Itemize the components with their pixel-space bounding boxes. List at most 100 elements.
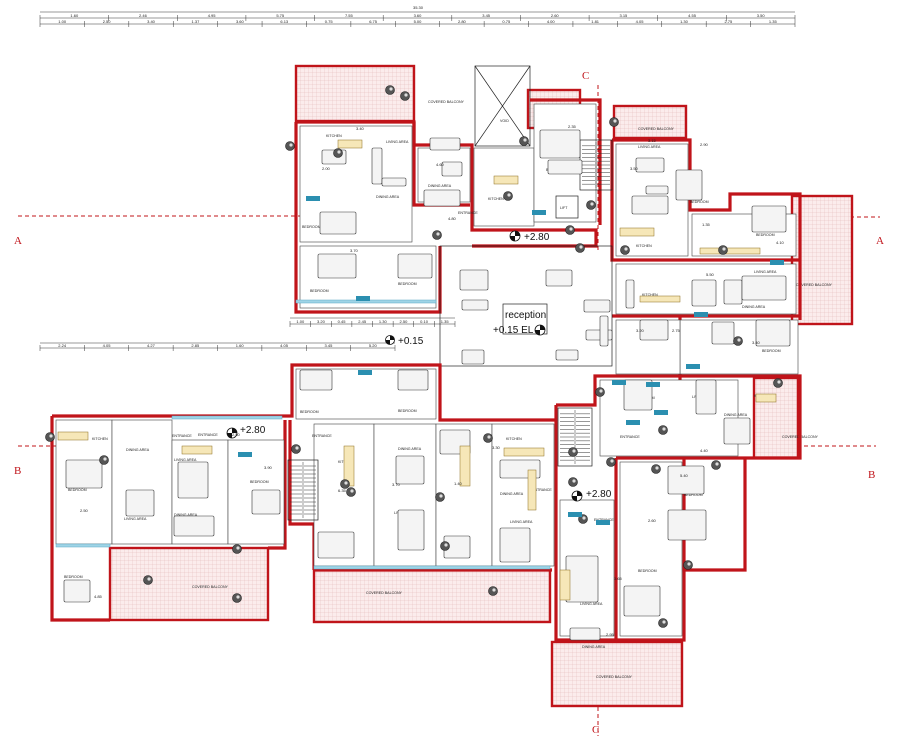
dimension-value: 1.30 <box>680 19 689 24</box>
room-dimension: 4.60 <box>436 162 445 167</box>
room-dimension: 2.90 <box>700 142 709 147</box>
room-dimension: 2.35 <box>568 124 577 129</box>
label-kitchen-7: KITCHEN <box>506 437 522 441</box>
label-kitchen-2: KITCHEN <box>488 197 504 201</box>
dimension-value: 5.00 <box>414 19 423 24</box>
dimension-value: 3.60 <box>236 19 245 24</box>
balcony-label-3: COVERED BALCONY <box>796 283 833 287</box>
label-dining-1: DINING AREA <box>376 195 400 199</box>
balcony-label-4: COVERED BALCONY <box>192 585 229 589</box>
dimension-value: 3.40 <box>147 19 156 24</box>
dimension-value: 2.50 <box>400 319 409 324</box>
room-dimension: 3.70 <box>350 248 359 253</box>
label-living-3: LIVING AREA <box>754 270 777 274</box>
dimension-value: 4.27 <box>147 343 156 348</box>
room-dimension: 2.50 <box>232 432 241 437</box>
furniture-lower <box>57 315 791 641</box>
room-dimension: 6.35 <box>338 488 347 493</box>
dimension-value: 2.24 <box>58 343 67 348</box>
dimension-value: 2.80 <box>458 19 467 24</box>
room-dimension: 3.70 <box>392 482 401 487</box>
label-living-2: LIVING AREA <box>638 145 661 149</box>
label-kitchen-3: KITCHEN <box>636 244 652 248</box>
room-dimension: 3.40 <box>356 126 365 131</box>
balcony-label-5: COVERED BALCONY <box>366 591 403 595</box>
covered-balcony-top-left <box>294 64 416 123</box>
dimension-value: 4.05 <box>636 19 645 24</box>
section-a-right: A <box>876 235 884 247</box>
dimension-value: 3.15 <box>620 13 629 18</box>
label-dining-8: DINING AREA <box>500 492 524 496</box>
dimension-value: 4.05 <box>280 343 289 348</box>
room-dimension: 3.90 <box>264 465 273 470</box>
dimension-value: 2.46 <box>139 13 148 18</box>
section-a-left: A <box>14 235 22 247</box>
room-dimension: 3.50 <box>630 166 639 171</box>
label-living-4: LIVING AREA <box>124 517 147 521</box>
dimension-value: 6.13 <box>280 19 289 24</box>
room-dimension: 1.35 <box>702 222 711 227</box>
room-dimension: 4.10 <box>776 240 785 245</box>
dimension-value: 3.50 <box>757 13 766 18</box>
dimension-value: 1.00 <box>296 319 305 324</box>
void <box>474 65 531 147</box>
dimension-value: 1.00 <box>58 19 67 24</box>
dimension-value: 7.55 <box>345 13 354 18</box>
dimension-value: 1.60 <box>70 13 79 18</box>
dimension-value: 4.00 <box>547 19 556 24</box>
dimension-value: 5.75 <box>276 13 285 18</box>
reception-desk: reception +0.15 EL <box>493 303 548 336</box>
section-b-right: B <box>868 469 875 481</box>
room-dimension: 3.65 <box>614 576 623 581</box>
section-b-left: B <box>14 465 21 477</box>
room-dimension: 2.75 <box>672 328 681 333</box>
room-dimension: 2.60 <box>648 518 657 523</box>
label-entrance-3: ENTRANCE <box>172 434 192 438</box>
label-kitchen-1: KITCHEN <box>326 134 342 138</box>
dimension-value: 3.45 <box>325 343 334 348</box>
label-dining-5: DINING AREA <box>126 448 150 452</box>
dimension-value: 4.05 <box>103 343 112 348</box>
room-dimension: 1.40 <box>454 481 463 486</box>
room-dimension: 5.50 <box>706 272 715 277</box>
label-bedroom-8: BEDROOM <box>64 575 83 579</box>
label-bedroom-1: BEDROOM <box>302 225 321 229</box>
label-kitchen-5: KITCHEN <box>92 437 108 441</box>
label-dining-2: DINING AREA <box>428 184 452 188</box>
dimension-value: 5.20 <box>369 343 378 348</box>
dimension-value: 0.75 <box>502 19 511 24</box>
level-upper-text: +2.80 <box>524 232 550 243</box>
room-dimension: 3.40 <box>752 340 761 345</box>
label-living-8: LIVING AREA <box>580 602 603 606</box>
label-living-7: LIVING AREA <box>510 520 533 524</box>
reception-sub: +0.15 EL <box>493 325 534 336</box>
level-lobby-text: +0.15 <box>398 336 424 347</box>
room-dimension: 4.80 <box>448 216 457 221</box>
dimension-value: 3.20 <box>317 319 326 324</box>
overall-dimension: 35.30 <box>413 5 424 10</box>
room-dimension: 3.15 <box>648 138 657 143</box>
dimension-value: 3.45 <box>482 13 491 18</box>
level-right-text: +2.80 <box>586 489 612 500</box>
room-dimension: 2.50 <box>80 508 89 513</box>
label-bedroom-12: BEDROOM <box>638 569 657 573</box>
balcony-label-1: COVERED BALCONY <box>428 100 465 104</box>
void-label: VOID <box>500 119 509 123</box>
covered-balcony-east <box>752 376 800 460</box>
living-b1 <box>111 419 173 545</box>
room-dimension: 5.40 <box>680 473 689 478</box>
balcony-label-2: COVERED BALCONY <box>638 127 675 131</box>
label-entrance-7: ENTRANCE <box>620 435 640 439</box>
reception-label: reception <box>505 310 546 321</box>
label-bedroom-11: BEDROOM <box>398 409 417 413</box>
label-entrance-1: ENTRANCE <box>458 211 478 215</box>
upper-block: COVERED BALCONY COVERED BALCONY COVERED … <box>294 64 854 380</box>
label-kitchen-4: KITCHEN <box>642 293 658 297</box>
label-bedroom-16: BEDROOM <box>762 349 781 353</box>
lift-label: LIFT <box>560 206 568 210</box>
